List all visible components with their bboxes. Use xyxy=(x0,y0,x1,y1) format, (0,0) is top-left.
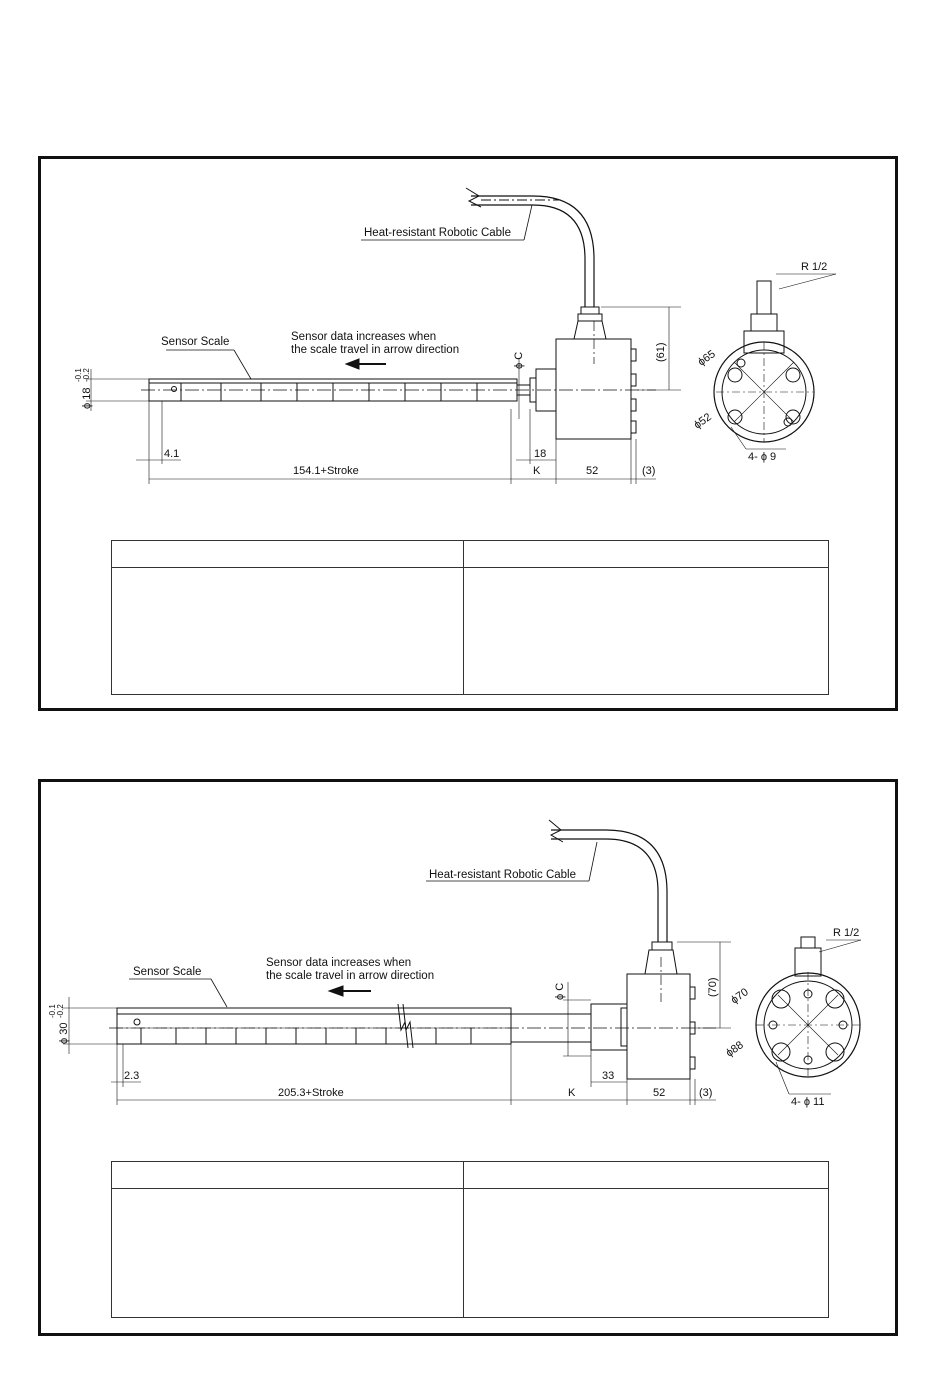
spec-table-2 xyxy=(111,1161,829,1318)
dim-end-2: 2.3 xyxy=(124,1070,139,1082)
holes-label-2: 4- ϕ 11 xyxy=(791,1096,824,1108)
dim-k-2: K xyxy=(568,1087,576,1099)
dim-body-1: 52 xyxy=(586,465,598,477)
dim-flange-2: 33 xyxy=(602,1070,614,1082)
dim-gap-2: (3) xyxy=(699,1087,712,1099)
head-body-1 xyxy=(555,338,632,440)
height-dim-1: (61) xyxy=(655,342,667,362)
pcd-outer-2: ϕ70 xyxy=(729,986,751,1006)
thread-label-1: R 1/2 xyxy=(801,261,827,273)
dim-length-1: 154.1+Stroke xyxy=(293,465,359,477)
cable-1 xyxy=(471,195,595,307)
arrow-note-line2-1: the scale travel in arrow direction xyxy=(291,344,459,356)
dim-gap-1: (3) xyxy=(642,465,655,477)
rod-tol-lower-1: -0.2 xyxy=(82,368,91,382)
rod-tol-lower-2: -0.2 xyxy=(56,1004,65,1018)
rod-tol-upper-2: -0.1 xyxy=(48,1004,57,1018)
spec-table-1 xyxy=(111,540,829,695)
sensor-rod-2 xyxy=(116,1007,512,1045)
thread-label-2: R 1/2 xyxy=(833,927,859,939)
cable-2 xyxy=(551,829,668,942)
technical-drawing-2: Heat-resistant Robotic Cable Sensor Scal… xyxy=(48,819,862,1108)
phi-c-label-1: ϕ C xyxy=(513,352,525,369)
height-dim-2: (70) xyxy=(707,977,719,997)
arrow-note-line1-1: Sensor data increases when xyxy=(291,331,436,343)
arrow-note-line2-2: the scale travel in arrow direction xyxy=(266,970,434,982)
rod-diameter-2: ϕ 30 xyxy=(58,1023,70,1044)
dim-body-2: 52 xyxy=(653,1087,665,1099)
dim-length-2: 205.3+Stroke xyxy=(278,1087,344,1099)
pcd-outer-1: ϕ65 xyxy=(696,348,718,368)
cable-gland-1 xyxy=(573,320,607,340)
table-divider xyxy=(463,541,464,694)
rod-tol-upper-1: -0.1 xyxy=(74,368,83,382)
table-divider xyxy=(463,1162,464,1317)
holes-label-1: 4- ϕ 9 xyxy=(748,451,776,463)
cable-label-2: Heat-resistant Robotic Cable xyxy=(429,869,576,881)
pcd-inner-2: ϕ88 xyxy=(724,1039,746,1059)
cable-label-1: Heat-resistant Robotic Cable xyxy=(364,227,511,239)
phi-c-label-2: ϕ C xyxy=(554,983,566,1000)
arrow-note-line1-2: Sensor data increases when xyxy=(266,957,411,969)
table-header-row xyxy=(112,541,828,568)
pcd-inner-1: ϕ52 xyxy=(692,411,714,431)
head-body-2 xyxy=(626,973,691,1080)
dim-end-1: 4.1 xyxy=(164,448,179,460)
flange-2 xyxy=(590,1003,628,1051)
drawing-panel-2: Heat-resistant Robotic Cable Sensor Scal… xyxy=(38,779,898,1336)
table-header-row xyxy=(112,1162,828,1189)
sensor-scale-label-1: Sensor Scale xyxy=(161,336,229,348)
drawing-panel-1: Heat-resistant Robotic Cable Sensor Scal… xyxy=(38,156,898,711)
sensor-scale-label-2: Sensor Scale xyxy=(133,966,201,978)
dim-k-1: K xyxy=(533,465,541,477)
rod-diameter-1: ϕ 18 xyxy=(81,388,93,409)
technical-drawing-1: Heat-resistant Robotic Cable Sensor Scal… xyxy=(74,187,837,484)
dim-flange-1: 18 xyxy=(534,448,546,460)
